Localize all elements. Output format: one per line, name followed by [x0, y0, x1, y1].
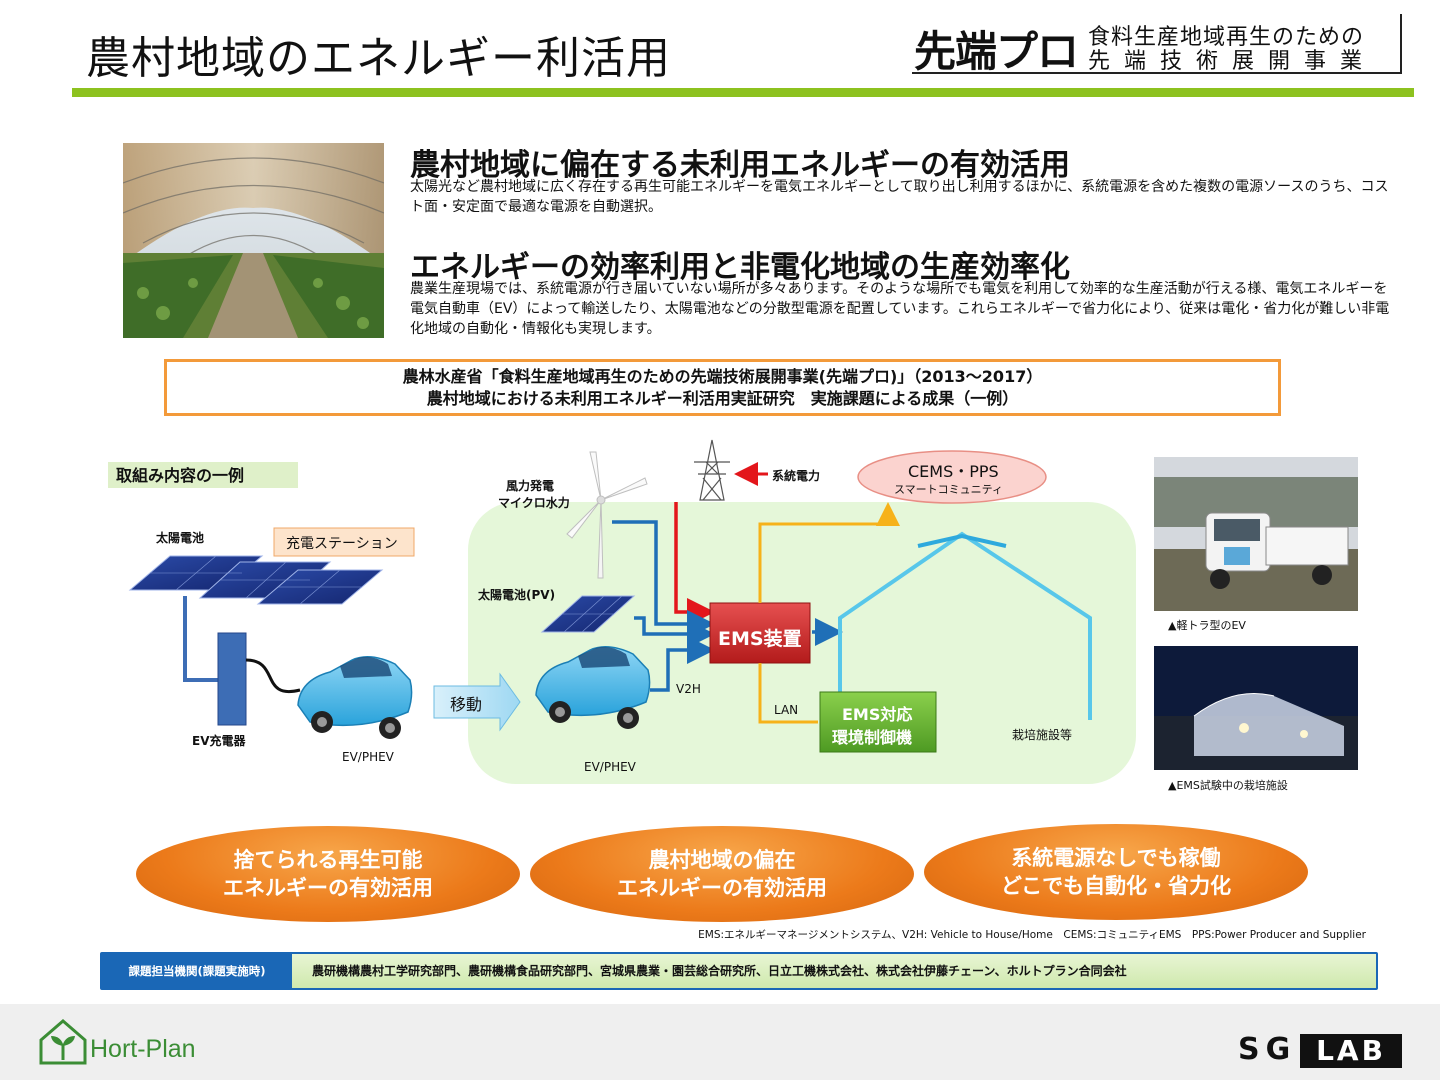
wind-to-ems-arrow: [612, 520, 715, 638]
hort-plan-logo-icon: [39, 1019, 87, 1065]
benefit-3-line-1: 系統電源なしでも稼働: [1011, 846, 1221, 870]
benefit-1-line-1: 捨てられる再生可能: [233, 848, 423, 872]
project-banner: 農林水産省「食料生産地域再生のための先端技術展開事業(先端プロ)」（2013～2…: [164, 359, 1281, 416]
v2h-arrow: [650, 636, 715, 692]
footer-bar: [0, 1004, 1440, 1080]
ev-truck-caption: ▲軽トラ型のEV: [1168, 619, 1246, 632]
banner-line-1: 農林水産省「食料生産地域再生のための先端技術展開事業(先端プロ)」（2013～2…: [402, 367, 1043, 386]
power-pylon-icon: [694, 439, 730, 501]
greenhouse-interior-photo: [123, 143, 384, 338]
ev-center-label: EV/PHEV: [584, 760, 636, 774]
move-label: 移動: [450, 695, 483, 714]
lan-label: LAN: [774, 703, 799, 717]
benefit-2-line-1: 農村地域の偏在: [648, 848, 796, 872]
wind-label-2: マイクロ水力: [498, 496, 570, 510]
sglab-logo-lab: LAB: [1300, 1034, 1402, 1068]
lan-line: [758, 663, 818, 724]
title-divider: [72, 88, 1414, 97]
greenhouse-roof-vent: [917, 533, 1007, 548]
ev-car-left: [297, 656, 413, 739]
hort-plan-logo-text: Hort-Plan: [90, 1035, 196, 1063]
benefit-oval-1: 捨てられる再生可能 エネルギーの有効活用: [136, 826, 520, 922]
benefit-2-line-2: エネルギーの有効活用: [617, 876, 827, 900]
pv-to-ems-arrow: [634, 616, 715, 648]
solar-panels-left: [128, 555, 384, 605]
section1-heading: 農村地域に偏在する未利用エネルギーの有効活用: [410, 148, 1070, 183]
brand-subtitle-1: 食料生産地域再生のための: [1088, 25, 1365, 50]
benefit-1-line-2: エネルギーの有効活用: [223, 876, 433, 900]
benefit-3-line-2: どこでも自動化・省力化: [1000, 874, 1232, 898]
section2-body: 農業生産現場では、系統電源が行き届いていない場所が多々あります。そのような場所で…: [410, 281, 1390, 337]
cems-label-2: スマートコミュニティ: [894, 483, 1004, 496]
ems-controller-box: [819, 691, 937, 753]
grid-power-label: 系統電力: [772, 469, 821, 483]
brand-box: [912, 14, 1402, 74]
ems-device-label: EMS装置: [718, 628, 802, 650]
example-label-bg: [108, 462, 298, 488]
wind-label-1: 風力発電: [506, 479, 555, 493]
ev-truck-photo: [1154, 457, 1358, 611]
benefit-oval-2: 農村地域の偏在 エネルギーの有効活用: [530, 826, 914, 922]
ems-controller-label-2: 環境制御機: [832, 728, 913, 747]
cems-pps-oval: [857, 450, 1047, 504]
ems-controller-label-1: EMS対応: [842, 705, 913, 724]
organizations-list: 農研機構農村工学研究部門、農研機構食品研究部門、宮城県農業・園芸総合研究所、日立…: [312, 964, 1127, 978]
abbreviation-footnote: EMS:エネルギーマネージメントシステム、V2H: Vehicle to Hou…: [698, 929, 1366, 941]
ems-to-cems-arrow: [758, 502, 900, 603]
move-arrow: [433, 672, 521, 732]
ev-left-label: EV/PHEV: [342, 750, 394, 764]
banner-line-2: 農村地域における未利用エネルギー利活用実証研究 実施課題による成果（一例）: [426, 389, 1019, 408]
brand-logo-text: 先端プロ: [914, 27, 1079, 76]
solar-left-label: 太陽電池: [156, 531, 205, 545]
facility-label: 栽培施設等: [1012, 728, 1073, 742]
ev-charger-label: EV充電器: [192, 734, 246, 748]
solar-to-charger-line: [183, 596, 218, 682]
sglab-logo-sg: SG: [1238, 1032, 1297, 1067]
organizations-label: 課題担当機関(課題実施時): [102, 954, 292, 988]
ems-device-box: [709, 602, 811, 664]
charging-station-label: 充電ステーション: [286, 536, 398, 552]
section1-body: 太陽光など農村地域に広く存在する再生可能エネルギーを電気エネルギーとして取り出し…: [410, 179, 1389, 215]
organizations-bar: 課題担当機関(課題実施時) 農研機構農村工学研究部門、農研機構食品研究部門、宮城…: [100, 952, 1378, 990]
example-label: 取組み内容の一例: [116, 466, 245, 485]
solar-pv-label: 太陽電池(PV): [478, 588, 556, 602]
benefit-oval-3: 系統電源なしでも稼働 どこでも自動化・省力化: [924, 824, 1308, 920]
wind-turbine: [566, 451, 648, 579]
cems-label-1: CEMS・PPS: [908, 462, 999, 481]
v2h-label: V2H: [676, 682, 701, 696]
page-title: 農村地域のエネルギー利活用: [86, 33, 671, 84]
ems-greenhouse-photo: [1154, 646, 1358, 770]
solar-panel-pv: [540, 595, 636, 633]
charging-station-box: [273, 527, 415, 557]
ems-greenhouse-caption: ▲EMS試験中の栽培施設: [1168, 779, 1288, 792]
ev-charger: [217, 632, 247, 726]
charger-cable: [245, 658, 301, 694]
section2-heading: エネルギーの効率利用と非電化地域の生産効率化: [410, 250, 1070, 285]
brand-subtitle-2: 先端技術展開事業: [1088, 49, 1377, 74]
ev-car-center: [535, 646, 651, 729]
